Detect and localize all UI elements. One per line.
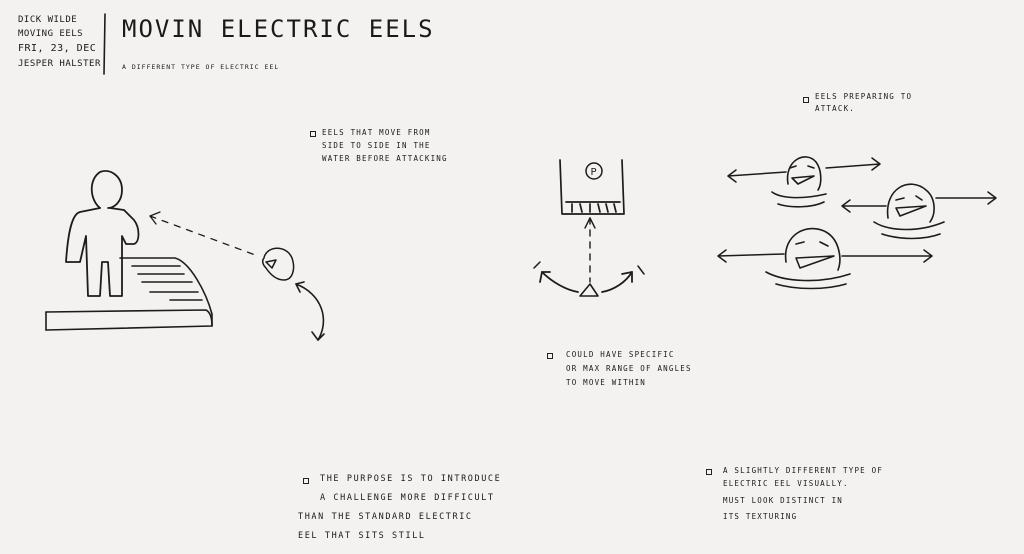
page-title: MOVIN ELECTRIC EELS <box>122 15 435 43</box>
note-purpose-line-4: EEL THAT SITS STILL <box>298 531 426 541</box>
note-angles-line-3: TO MOVE WITHIN <box>566 378 647 387</box>
note-visual-line-3: MUST LOOK DISTINCT IN <box>723 496 844 505</box>
note-bullet-purpose <box>303 478 309 484</box>
note-purpose-line-3: THAN THE STANDARD ELECTRIC <box>298 512 473 522</box>
sight-line-dashed <box>149 215 259 257</box>
eel-2 <box>873 183 945 240</box>
pivot-triangle <box>579 283 599 297</box>
note-bullet-movement <box>310 131 316 137</box>
person-figure <box>65 170 140 297</box>
meta-author: Dick Wilde <box>18 15 78 25</box>
note-movement-line-3: WATER BEFORE ATTACKING <box>322 154 448 163</box>
eel-1 <box>771 156 827 208</box>
note-visual-line-4: ITS TEXTURING <box>723 512 798 521</box>
meta-project: Moving Eels <box>18 29 84 39</box>
note-angles-line-2: OR MAX RANGE OF ANGLES <box>566 364 692 373</box>
note-bullet-preparing <box>803 97 809 103</box>
note-purpose-line-2: A CHALLENGE MORE DIFFICULT <box>320 493 495 503</box>
eel-1-arrow-right <box>825 157 881 171</box>
header-divider <box>103 13 106 75</box>
note-visual-line-1: A SLIGHTLY DIFFERENT TYPE OF <box>723 466 884 475</box>
note-purpose-line-1: THE PURPOSE IS TO INTRODUCE <box>320 474 502 484</box>
note-bullet-visual <box>706 469 712 475</box>
eel-3 <box>765 227 851 290</box>
eel-1-arrow-left <box>727 169 787 183</box>
eel-2-arrow-left <box>841 199 887 213</box>
eel-head-small <box>261 247 295 281</box>
note-angles-line-1: COULD HAVE SPECIFIC <box>566 350 675 359</box>
eel-swing-arrow <box>295 283 325 341</box>
note-bullet-angles <box>547 353 553 359</box>
eel-2-arrow-right <box>935 191 997 205</box>
eel-3-arrow-right <box>841 249 933 263</box>
eel-3-arrow-left <box>717 249 785 263</box>
note-visual-line-2: ELECTRIC EEL VISUALLY. <box>723 479 849 488</box>
note-movement-line-2: SIDE TO SIDE IN THE <box>322 141 431 150</box>
note-movement-line-1: EELS THAT MOVE FROM <box>322 128 431 137</box>
angle-arc-right <box>601 271 633 293</box>
angle-arc-left <box>541 271 579 293</box>
meta-date: FRI, 23, DEC <box>18 43 97 54</box>
pivot-box <box>559 159 625 215</box>
pivot-circle <box>585 162 603 180</box>
dock-platform <box>45 257 213 331</box>
page-subtitle: A DIFFERENT TYPE OF ELECTRIC EEL <box>122 63 280 71</box>
meta-artist: Jesper Halster <box>18 59 101 69</box>
note-preparing-line-1: EELS PREPARING TO <box>815 92 913 101</box>
pivot-label: P <box>591 167 597 178</box>
note-preparing-line-2: ATTACK. <box>815 104 856 113</box>
